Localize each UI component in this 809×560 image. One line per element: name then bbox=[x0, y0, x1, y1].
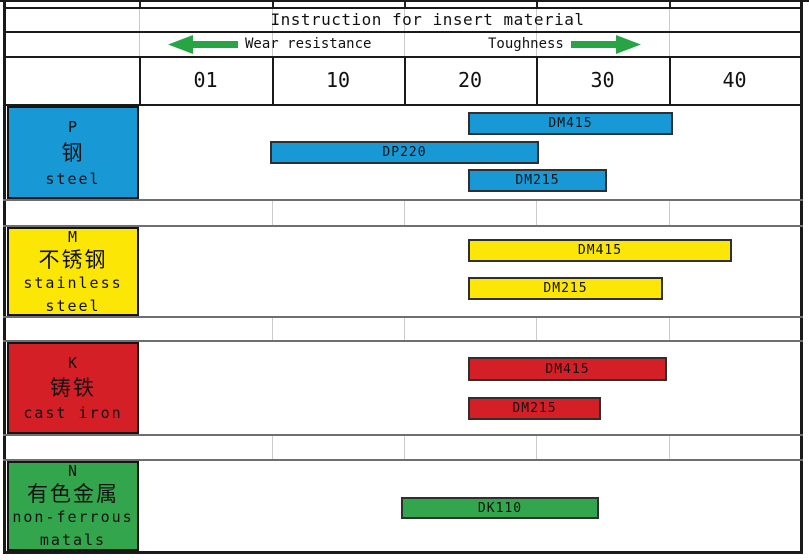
wear-resistance-label: Wear resistance bbox=[245, 36, 372, 52]
table-bottom-border bbox=[3, 551, 803, 554]
material-name-en: steel bbox=[45, 169, 101, 188]
wear-resistance-left-arrow-icon bbox=[168, 35, 238, 54]
grid-stub bbox=[404, 2, 406, 7]
material-name-en: cast iron bbox=[23, 403, 123, 422]
toughness-right-arrow-icon bbox=[571, 35, 641, 54]
material-name-en: non-ferrous bbox=[12, 508, 134, 526]
material-name-en: stainless bbox=[23, 273, 123, 292]
bar-label: DM415 bbox=[548, 116, 593, 131]
row-line bbox=[3, 434, 803, 436]
bar-label: DM415 bbox=[545, 361, 590, 377]
grid-line-faint bbox=[536, 201, 537, 225]
toughness-label: Toughness bbox=[488, 36, 564, 52]
column-header-20: 20 bbox=[457, 68, 483, 92]
grid-line bbox=[669, 57, 671, 104]
row-label-k-cast-iron: K 铸铁 cast iron bbox=[7, 342, 139, 434]
bar-label: DM415 bbox=[577, 243, 623, 258]
grid-stub bbox=[272, 2, 274, 7]
bar-label: DP220 bbox=[382, 145, 427, 160]
bar-dk110: DK110 bbox=[401, 497, 599, 519]
grid-line-faint bbox=[669, 436, 670, 459]
material-code: K bbox=[67, 353, 79, 372]
table-top-edge bbox=[0, 0, 809, 2]
bar-dp220: DP220 bbox=[270, 141, 539, 164]
grid-line-faint bbox=[404, 318, 405, 340]
material-name-cn: 不锈钢 bbox=[38, 247, 108, 272]
grid-stub bbox=[669, 2, 671, 7]
bar-dm415: DM415 bbox=[468, 112, 673, 135]
grid-line bbox=[536, 57, 538, 104]
bar-label: DM215 bbox=[515, 173, 560, 188]
bar-label: DK110 bbox=[477, 500, 523, 516]
grid-line-faint bbox=[536, 318, 537, 340]
material-code: P bbox=[67, 117, 79, 136]
bar-dm415: DM415 bbox=[468, 239, 732, 262]
table-right-border bbox=[800, 0, 803, 554]
bar-label: DM215 bbox=[512, 401, 557, 416]
grid-line-faint bbox=[536, 436, 537, 459]
row-line bbox=[3, 225, 803, 227]
row-line bbox=[3, 340, 803, 342]
chart-title: Instruction for insert material bbox=[270, 10, 585, 29]
column-header-40: 40 bbox=[722, 68, 747, 92]
grid-stub bbox=[139, 2, 141, 7]
bar-dm215: DM215 bbox=[468, 277, 663, 300]
grid-line-faint bbox=[669, 201, 670, 225]
grid-line bbox=[404, 57, 406, 104]
row-label-n-non-ferrous: N 有色金属 non-ferrous matals bbox=[7, 461, 139, 551]
grid-line bbox=[3, 104, 803, 106]
material-code: N bbox=[67, 462, 79, 480]
bar-dm215: DM215 bbox=[468, 169, 607, 192]
column-header-30: 30 bbox=[590, 68, 615, 92]
column-header-01: 01 bbox=[193, 68, 218, 92]
grid-line bbox=[3, 56, 803, 58]
grid-line bbox=[139, 57, 141, 104]
bar-dm215: DM215 bbox=[468, 397, 601, 420]
material-code: M bbox=[67, 227, 79, 246]
grid-line-faint bbox=[404, 201, 405, 225]
row-label-p-steel: P 钢 steel bbox=[7, 106, 139, 199]
row-line bbox=[3, 199, 803, 201]
grid-line-faint bbox=[272, 318, 273, 340]
grid-stub bbox=[536, 2, 538, 7]
row-line bbox=[3, 316, 803, 318]
grid-line-faint bbox=[272, 436, 273, 459]
grid-line-faint bbox=[669, 318, 670, 340]
grid-line-faint bbox=[272, 201, 273, 225]
material-name-cn: 有色金属 bbox=[27, 482, 119, 506]
grid-line bbox=[272, 57, 274, 104]
row-line bbox=[3, 459, 803, 461]
material-name-en: matals bbox=[39, 531, 107, 549]
grid-line bbox=[3, 7, 803, 9]
column-header-10: 10 bbox=[325, 68, 351, 92]
grid-line bbox=[3, 31, 803, 33]
table-left-border bbox=[3, 0, 6, 554]
material-name-cn: 铸铁 bbox=[50, 375, 96, 400]
bar-label: DM215 bbox=[543, 281, 588, 296]
grid-line-faint bbox=[404, 436, 405, 459]
material-name-en: steel bbox=[45, 296, 101, 315]
row-label-m-stainless-steel: M 不锈钢 stainless steel bbox=[7, 227, 139, 316]
material-name-cn: 钢 bbox=[61, 140, 85, 165]
bar-dm415: DM415 bbox=[468, 357, 667, 381]
